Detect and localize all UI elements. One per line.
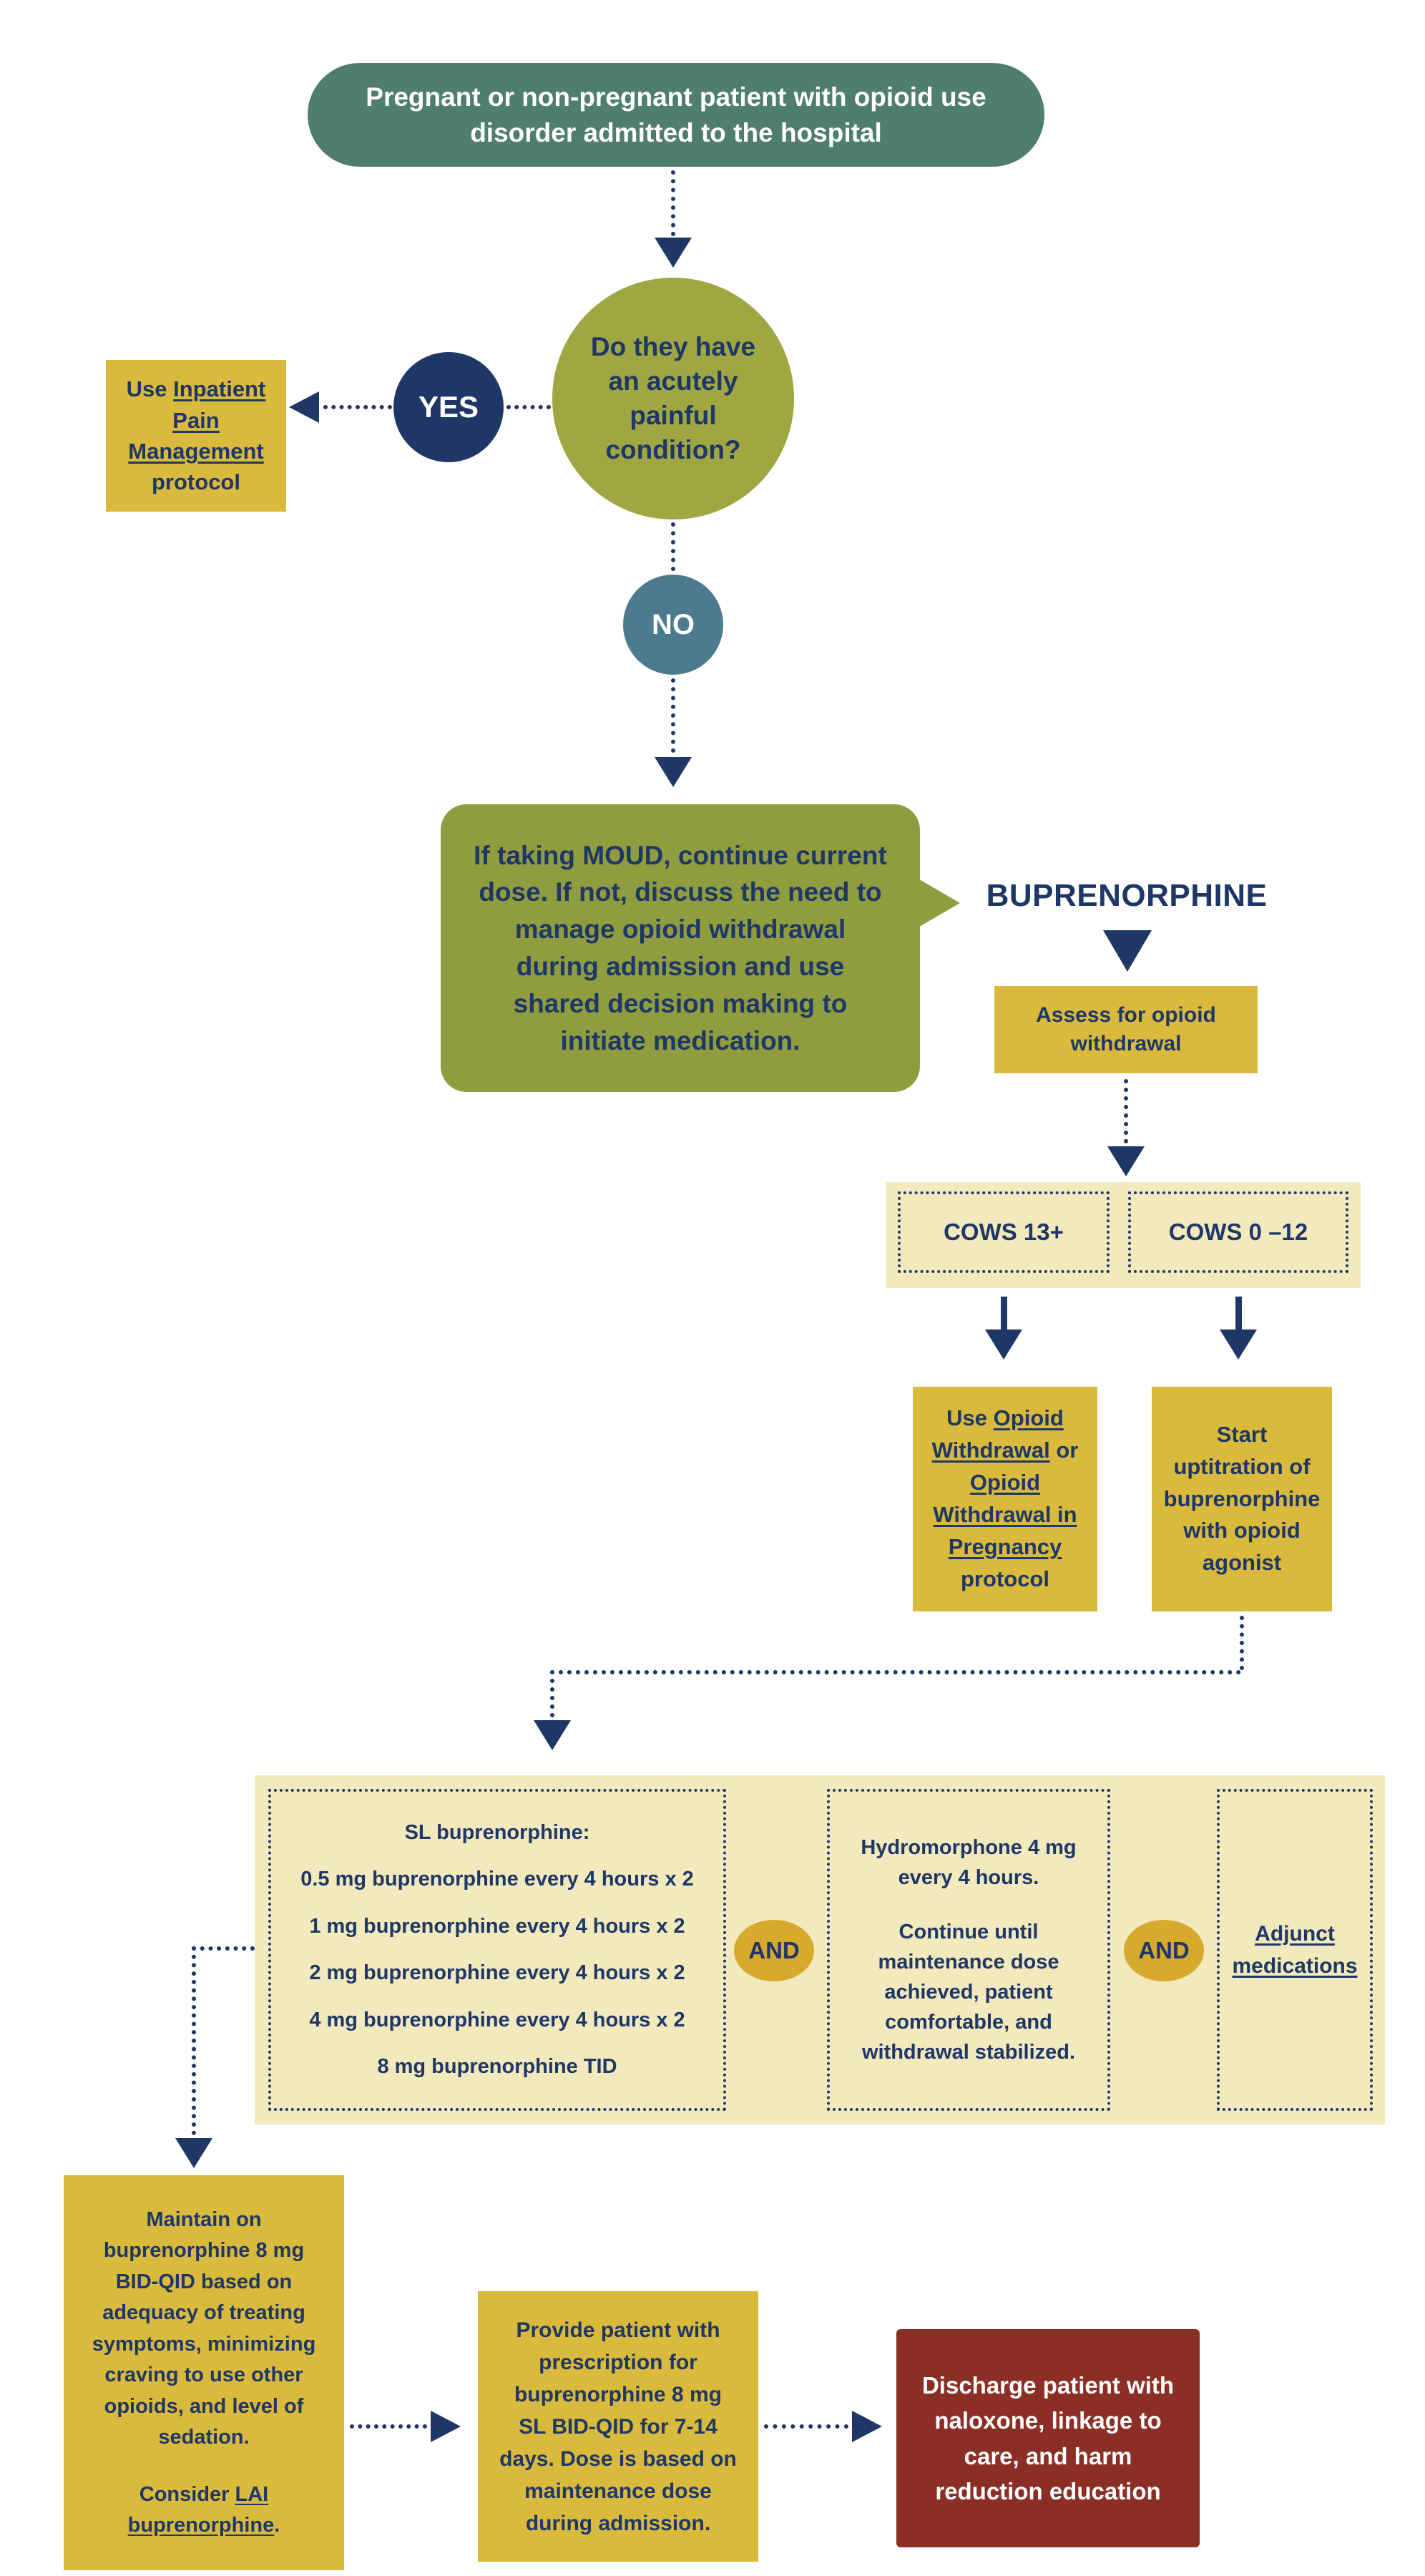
connector-uptitration-down — [1240, 1616, 1244, 1670]
discharge-box: Discharge patient with naloxone, linkage… — [896, 2329, 1200, 2547]
uptitration-box: Start uptitration of buprenorphine with … — [1152, 1387, 1332, 1611]
connector-panel-to-maintain-v — [192, 1946, 196, 2135]
maintain-suffix: . — [274, 2514, 280, 2537]
no-badge-label: NO — [652, 608, 695, 640]
opioid-withdrawal-link[interactable]: Opioid Withdrawal — [931, 1405, 1064, 1463]
yes-badge-label: YES — [418, 390, 479, 424]
connector-no-to-bubble — [671, 678, 675, 753]
prescription-box: Provide patient with prescription for bu… — [478, 2291, 758, 2562]
buprenorphine-header-label: BUPRENORPHINE — [986, 878, 1268, 913]
hydromorphone-para2: Continue until maintenance dose achieved… — [861, 1920, 1076, 2064]
withdrawal-middle: or — [1049, 1438, 1079, 1463]
connector-panel-to-maintain-h — [192, 1946, 255, 1951]
hydromorphone-para1: Hydromorphone 4 mg every 4 hours. — [861, 1835, 1077, 1889]
and-badge-1: AND — [734, 1920, 814, 1981]
prescription-text: Provide patient with prescription for bu… — [499, 2318, 737, 2535]
connector-uptitration-across — [550, 1670, 1241, 1674]
assess-text: Assess for opioid withdrawal — [1036, 1002, 1216, 1056]
connector-question-to-no — [671, 522, 675, 571]
hydromorphone-section: Hydromorphone 4 mg every 4 hours. Contin… — [827, 1789, 1110, 2111]
connector-start-to-question — [671, 170, 675, 236]
connector-yes-to-pain-protocol — [323, 405, 392, 409]
arrowhead-into-maintain — [175, 2138, 212, 2168]
arrowhead-no-to-bubble — [655, 757, 692, 787]
connector-question-to-yes — [506, 405, 551, 409]
cows-13-box: COWS 13+ — [898, 1191, 1110, 1273]
arrowhead-header-to-assess — [1103, 930, 1152, 972]
withdrawal-protocol-text: Use Opioid Withdrawal or Opioid Withdraw… — [924, 1402, 1086, 1596]
no-badge: NO — [623, 575, 723, 675]
maintain-box: Maintain on buprenorphine 8 mg BID-QID b… — [64, 2175, 344, 2570]
stem-cows012-arrow — [1235, 1297, 1242, 1330]
pain-protocol-box: Use Inpatient Pain Management protocol — [106, 360, 286, 512]
arrowhead-cows13 — [985, 1330, 1022, 1360]
maintain-consider-prefix: Consider — [139, 2482, 235, 2506]
adjunct-section: Adjunct medications — [1217, 1789, 1373, 2111]
arrowhead-assess-to-cows — [1107, 1146, 1145, 1176]
cows-0-12-label: COWS 0 –12 — [1168, 1219, 1308, 1245]
uptitration-text: Start uptitration of buprenorphine with … — [1163, 1421, 1321, 1576]
arrowhead-into-prescription — [431, 2411, 461, 2442]
inpatient-pain-management-link[interactable]: Inpatient Pain Management — [128, 376, 266, 464]
pain-question-circle: Do they have an acutely painful conditio… — [552, 278, 794, 519]
withdrawal-prefix: Use — [946, 1405, 994, 1431]
stem-cows13-arrow — [1001, 1297, 1007, 1330]
buprenorphine-header: BUPRENORPHINE — [973, 874, 1280, 917]
connector-into-panel — [550, 1670, 554, 1717]
connector-maintain-to-prescription — [350, 2424, 427, 2429]
arrowhead-cows012 — [1220, 1330, 1257, 1360]
cows-13-label: COWS 13+ — [944, 1219, 1064, 1245]
arrowhead-into-discharge — [852, 2411, 882, 2442]
and-badge-2: AND — [1124, 1920, 1204, 1981]
moud-bubble-text: If taking MOUD, continue current dose. I… — [474, 840, 887, 1055]
connector-assess-to-cows — [1124, 1079, 1128, 1143]
and-2-label: AND — [1138, 1937, 1190, 1963]
connector-prescription-to-discharge — [764, 2424, 848, 2429]
cows-0-12-box: COWS 0 –12 — [1128, 1191, 1348, 1273]
lai-buprenorphine-link[interactable]: LAI buprenorphine — [127, 2482, 275, 2537]
moud-bubble: If taking MOUD, continue current dose. I… — [441, 804, 920, 1092]
assess-box: Assess for opioid withdrawal — [994, 986, 1258, 1073]
sl-title: SL buprenorphine: — [404, 1820, 590, 1844]
arrowhead-start-to-question — [655, 238, 692, 268]
withdrawal-suffix: protocol — [961, 1566, 1049, 1591]
sl-item: 2 mg buprenorphine every 4 hours x 2 — [309, 1961, 685, 1985]
start-node-text: Pregnant or non-pregnant patient with op… — [366, 82, 986, 147]
and-1-label: AND — [748, 1937, 800, 1963]
sl-item: 1 mg buprenorphine every 4 hours x 2 — [309, 1914, 685, 1938]
adjunct-medications-link[interactable]: Adjunct medications — [1232, 1922, 1358, 1978]
arrowhead-yes-to-pain-protocol — [289, 391, 319, 423]
arrowhead-into-panel — [534, 1720, 571, 1750]
moud-bubble-tail — [916, 877, 960, 929]
opioid-withdrawal-pregnancy-link[interactable]: Opioid Withdrawal in Pregnancy — [933, 1470, 1077, 1559]
adjunct-text: Adjunct medications — [1232, 1918, 1357, 1982]
withdrawal-protocol-box: Use Opioid Withdrawal or Opioid Withdraw… — [913, 1387, 1097, 1611]
pain-protocol-prefix: Use — [126, 376, 174, 402]
pain-question-text: Do they have an acutely painful conditio… — [590, 331, 756, 465]
maintain-para2: Consider LAI buprenorphine. — [82, 2479, 325, 2542]
start-node: Pregnant or non-pregnant patient with op… — [308, 63, 1044, 167]
maintain-para1: Maintain on buprenorphine 8 mg BID-QID b… — [92, 2207, 316, 2449]
pain-protocol-text: Use Inpatient Pain Management protocol — [119, 374, 273, 498]
sl-buprenorphine-section: SL buprenorphine: 0.5 mg buprenorphine e… — [268, 1789, 726, 2111]
sl-item: 8 mg buprenorphine TID — [377, 2055, 617, 2079]
sl-item: 4 mg buprenorphine every 4 hours x 2 — [309, 2008, 685, 2031]
sl-item: 0.5 mg buprenorphine every 4 hours x 2 — [300, 1868, 694, 1891]
discharge-text: Discharge patient with naloxone, linkage… — [921, 2371, 1175, 2505]
yes-badge: YES — [393, 352, 504, 462]
pain-protocol-suffix: protocol — [152, 469, 240, 495]
